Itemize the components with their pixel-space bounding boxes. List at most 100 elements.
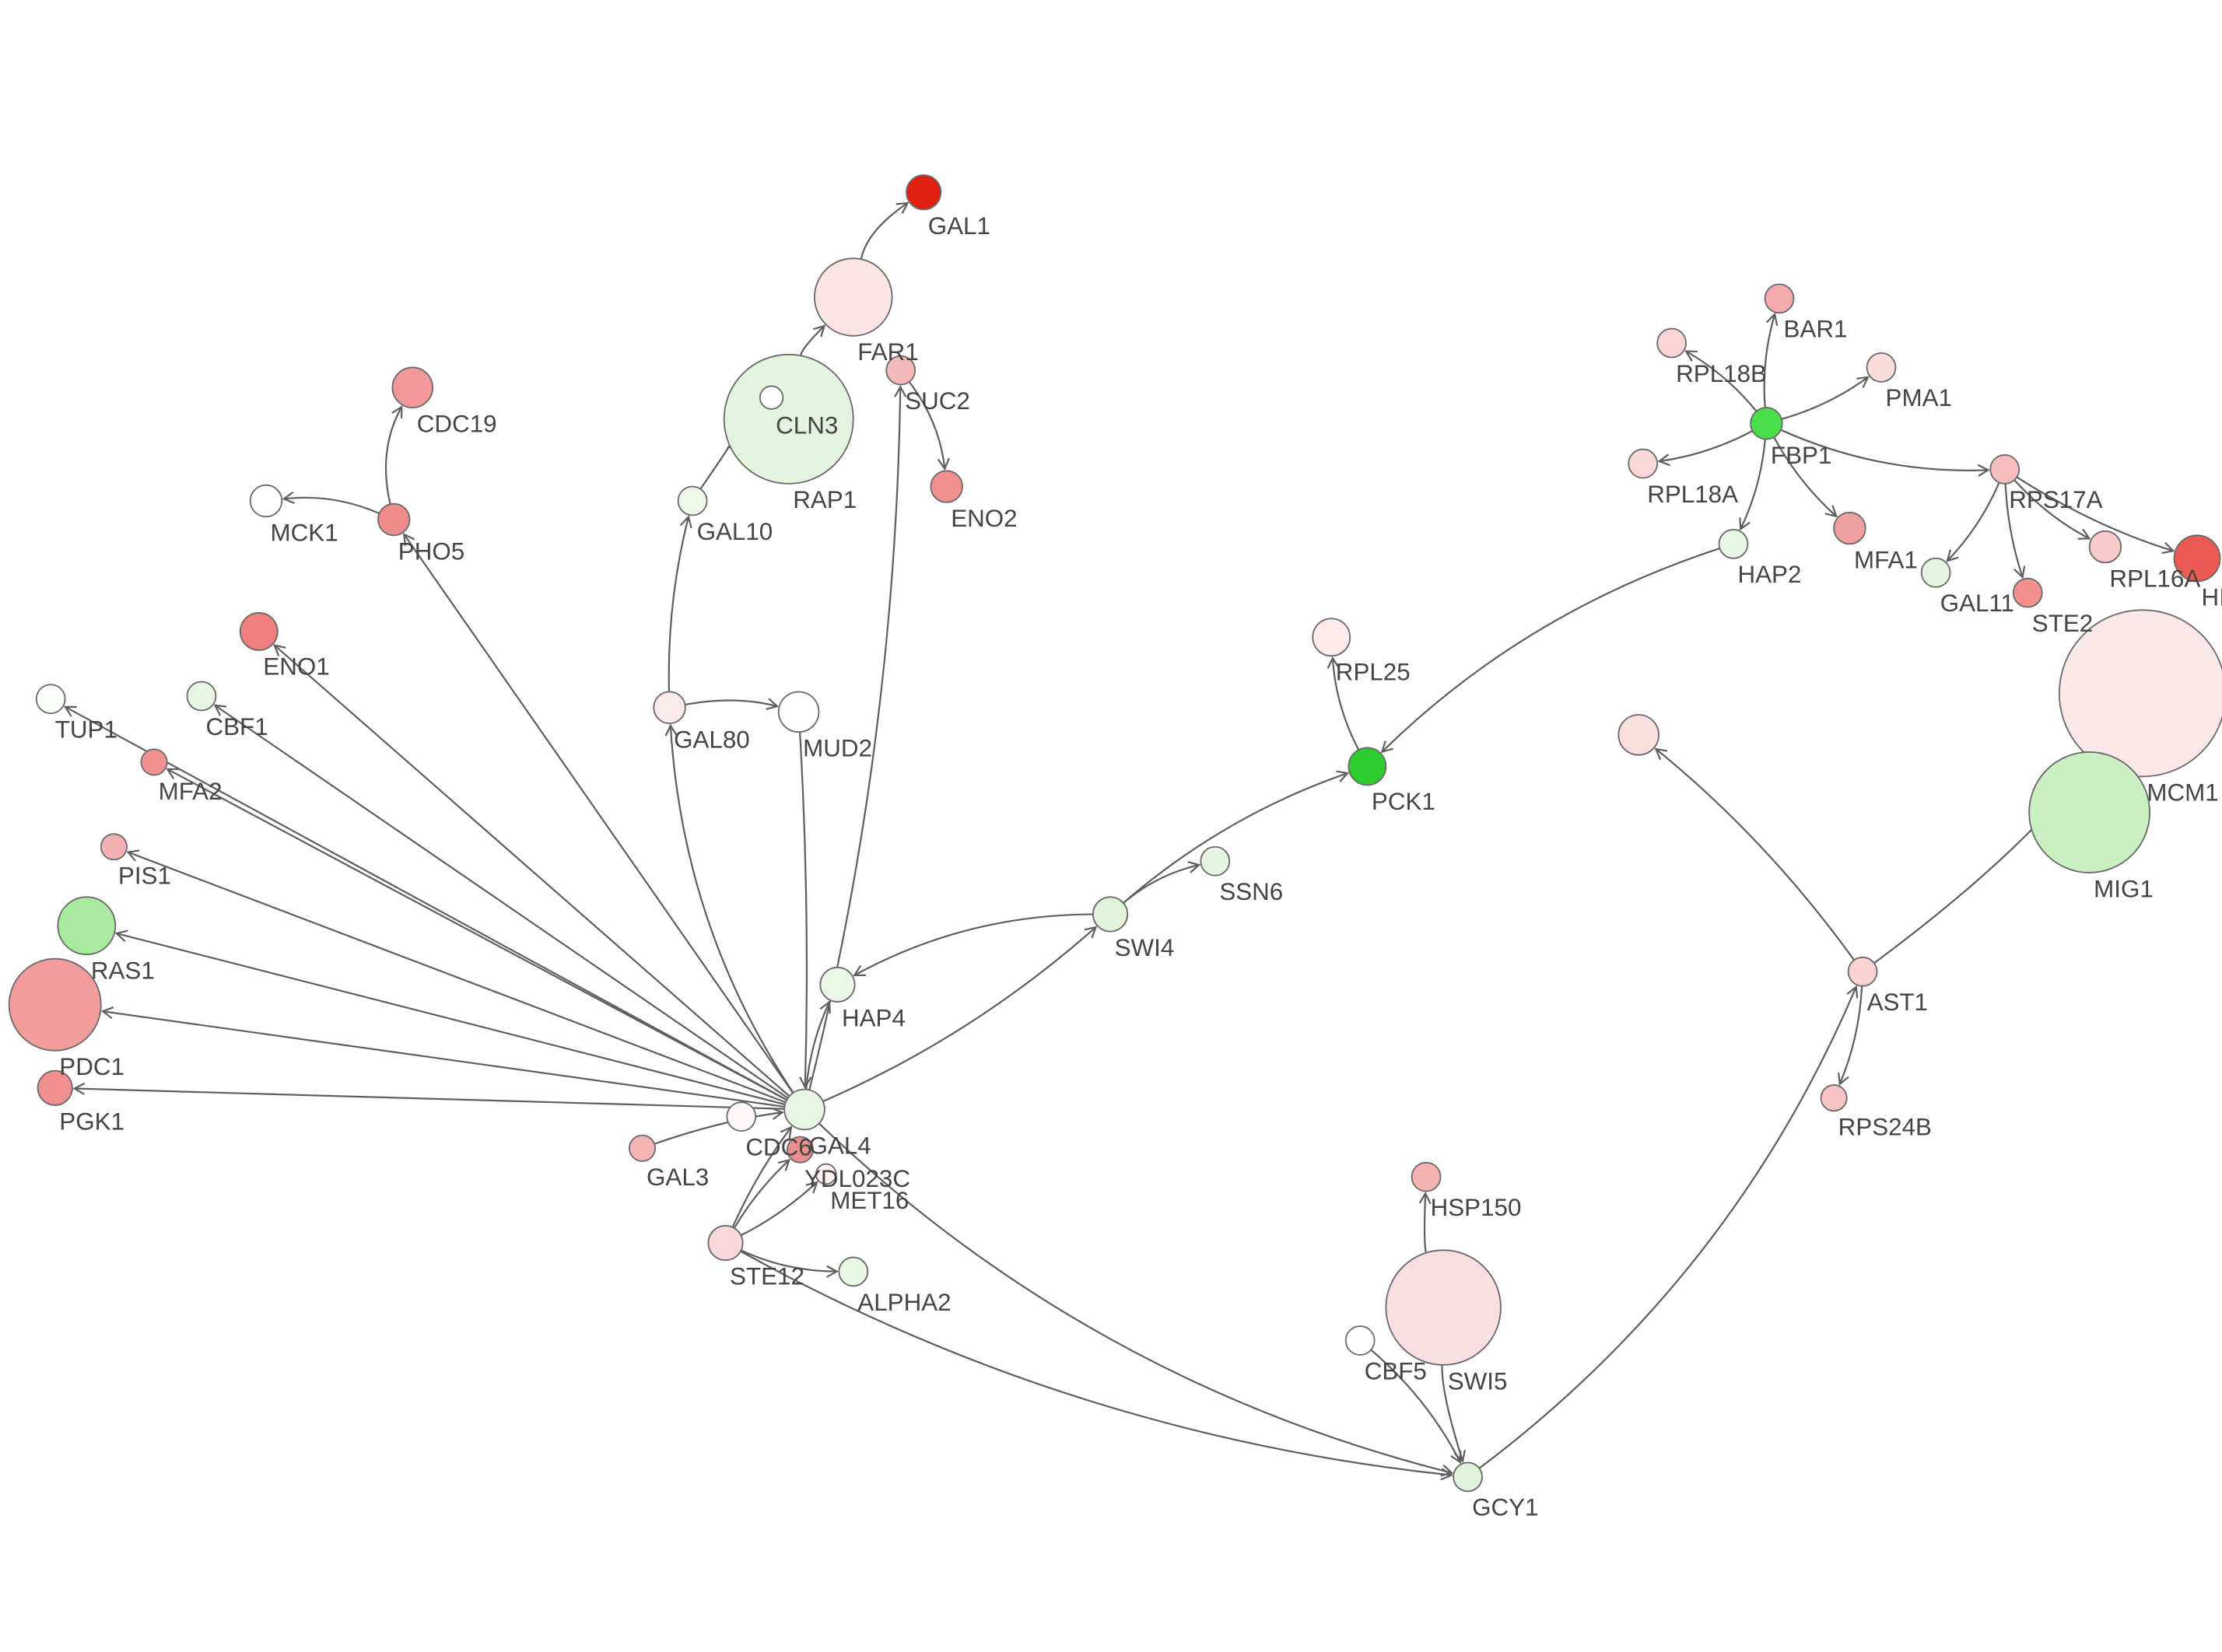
node-rpl25[interactable] xyxy=(1312,618,1351,657)
node-bar1[interactable] xyxy=(1764,283,1795,314)
node-alpha2[interactable] xyxy=(838,1256,869,1287)
node-swi4[interactable] xyxy=(1092,896,1129,933)
edge-swi5-hsp150[interactable] xyxy=(1423,1193,1428,1253)
node-rpl16a[interactable] xyxy=(2088,530,2122,564)
node-pck1[interactable] xyxy=(1348,747,1387,786)
node-cdc19[interactable] xyxy=(391,366,433,409)
edge-fbp1-rps17a[interactable] xyxy=(1780,429,1989,471)
node-rap1[interactable] xyxy=(723,353,854,485)
node-pis1[interactable] xyxy=(100,833,128,861)
node-gal3[interactable] xyxy=(628,1134,657,1162)
node-pdc1[interactable] xyxy=(8,957,102,1052)
edge-gal80-gal10[interactable] xyxy=(668,516,689,692)
edge-gal4-ras1[interactable] xyxy=(116,932,786,1106)
edge-ast1-node_u[interactable] xyxy=(1655,748,1856,961)
edge-pho5-cdc19[interactable] xyxy=(384,406,403,505)
node-mcm1[interactable] xyxy=(2058,609,2222,778)
edge-mud2-gal4[interactable] xyxy=(799,732,808,1087)
edge-ste12-met16[interactable] xyxy=(740,1181,818,1237)
edge-fbp1-pma1[interactable] xyxy=(1781,376,1869,420)
edge-rap1-far1[interactable] xyxy=(799,325,825,356)
edge-hap2-pck1[interactable] xyxy=(1381,548,1720,753)
edge-ast1-rps24b[interactable] xyxy=(1838,985,1863,1085)
edge-ste12-alpha2[interactable] xyxy=(741,1249,837,1272)
node-cbf5[interactable] xyxy=(1344,1325,1376,1356)
edge-rps17a-his4[interactable] xyxy=(2016,476,2174,552)
node-ast1[interactable] xyxy=(1847,956,1878,987)
node-node_u[interactable] xyxy=(1617,714,1659,756)
node-ras1[interactable] xyxy=(57,896,117,956)
edge-ste12-gcy1[interactable] xyxy=(740,1250,1452,1476)
edge-gal4-mfa2[interactable] xyxy=(166,768,787,1101)
node-pho5[interactable] xyxy=(377,502,411,537)
edge-gal10-rap1[interactable] xyxy=(699,446,730,490)
node-hap4[interactable] xyxy=(819,966,856,1003)
node-hap2[interactable] xyxy=(1718,529,1749,559)
node-rps24b[interactable] xyxy=(1820,1084,1848,1112)
edge-fbp1-bar1[interactable] xyxy=(1763,313,1776,408)
edge-suc2-eno2[interactable] xyxy=(908,381,946,469)
edge-pck1-rpl25[interactable] xyxy=(1331,658,1360,751)
node-swi5[interactable] xyxy=(1385,1249,1502,1366)
edge-far1-gal1[interactable] xyxy=(860,202,909,260)
node-gal1[interactable] xyxy=(906,174,942,211)
edge-swi5-gcy1[interactable] xyxy=(1441,1364,1464,1461)
node-tup1[interactable] xyxy=(35,684,66,715)
node-his4[interactable] xyxy=(2173,534,2221,583)
edge-gal4-gal80[interactable] xyxy=(669,725,794,1094)
node-hsp150[interactable] xyxy=(1411,1161,1442,1192)
edge-fbp1-rpl18b[interactable] xyxy=(1685,350,1758,412)
edge-cbf5-gcy1[interactable] xyxy=(1370,1349,1461,1463)
edge-gal4-cbf1[interactable] xyxy=(214,705,789,1099)
node-suc2[interactable] xyxy=(885,355,916,386)
edge-ste12-ydl023c[interactable] xyxy=(733,1159,790,1229)
node-gal11[interactable] xyxy=(1920,557,1951,588)
edge-gal4-tup1[interactable] xyxy=(65,705,787,1101)
node-eno2[interactable] xyxy=(930,470,963,503)
node-pgk1[interactable] xyxy=(37,1069,73,1106)
node-cln3[interactable] xyxy=(759,385,784,410)
node-mud2[interactable] xyxy=(777,691,820,733)
edge-gal4-gcy1[interactable] xyxy=(818,1122,1453,1474)
node-mig1[interactable] xyxy=(2028,751,2151,873)
node-cbf1[interactable] xyxy=(186,681,217,712)
node-gal10[interactable] xyxy=(677,485,708,516)
node-pma1[interactable] xyxy=(1866,352,1897,383)
node-far1[interactable] xyxy=(814,257,893,337)
node-fbp1[interactable] xyxy=(1750,407,1783,440)
node-ydl023c[interactable] xyxy=(786,1136,815,1164)
edge-gal4-pdc1[interactable] xyxy=(102,1010,785,1108)
node-rpl18b[interactable] xyxy=(1656,327,1687,359)
edge-gal4-pis1[interactable] xyxy=(128,851,787,1104)
node-eno1[interactable] xyxy=(239,612,279,651)
node-met16[interactable] xyxy=(815,1163,837,1185)
node-ste12[interactable] xyxy=(707,1225,744,1262)
edge-swi4-ssn6[interactable] xyxy=(1123,863,1200,904)
edge-gal4-swi4[interactable] xyxy=(822,926,1097,1103)
edge-gal4-pgk1[interactable] xyxy=(74,1087,785,1110)
edge-rps17a-ste2[interactable] xyxy=(2004,483,2024,578)
node-mck1[interactable] xyxy=(249,484,283,518)
edge-swi4-hap4[interactable] xyxy=(853,913,1093,976)
edge-fbp1-mfa1[interactable] xyxy=(1773,436,1838,517)
node-rpl18a[interactable] xyxy=(1628,448,1659,479)
edge-gal80-mud2[interactable] xyxy=(685,699,778,708)
node-rps17a[interactable] xyxy=(1989,454,2020,485)
edge-pho5-mck1[interactable] xyxy=(283,496,380,515)
edge-gal4-pho5[interactable] xyxy=(403,534,794,1094)
edge-rps17a-rpl16a[interactable] xyxy=(2013,479,2090,540)
edge-gal4-eno1[interactable] xyxy=(274,644,790,1097)
edge-ste12-gal4[interactable] xyxy=(731,1126,792,1228)
node-gcy1[interactable] xyxy=(1453,1461,1483,1493)
edge-gal3-gal4[interactable] xyxy=(654,1111,783,1145)
edge-swi4-pck1[interactable] xyxy=(1123,772,1348,904)
node-mfa2[interactable] xyxy=(140,748,168,776)
edge-fbp1-rpl18a[interactable] xyxy=(1659,429,1754,463)
edge-rps17a-gal11[interactable] xyxy=(1947,481,2000,562)
node-gal4[interactable] xyxy=(783,1088,825,1131)
node-ste2[interactable] xyxy=(2012,577,2043,608)
node-cdc6[interactable] xyxy=(726,1101,757,1132)
node-mfa1[interactable] xyxy=(1833,511,1866,545)
node-ssn6[interactable] xyxy=(1200,845,1231,877)
